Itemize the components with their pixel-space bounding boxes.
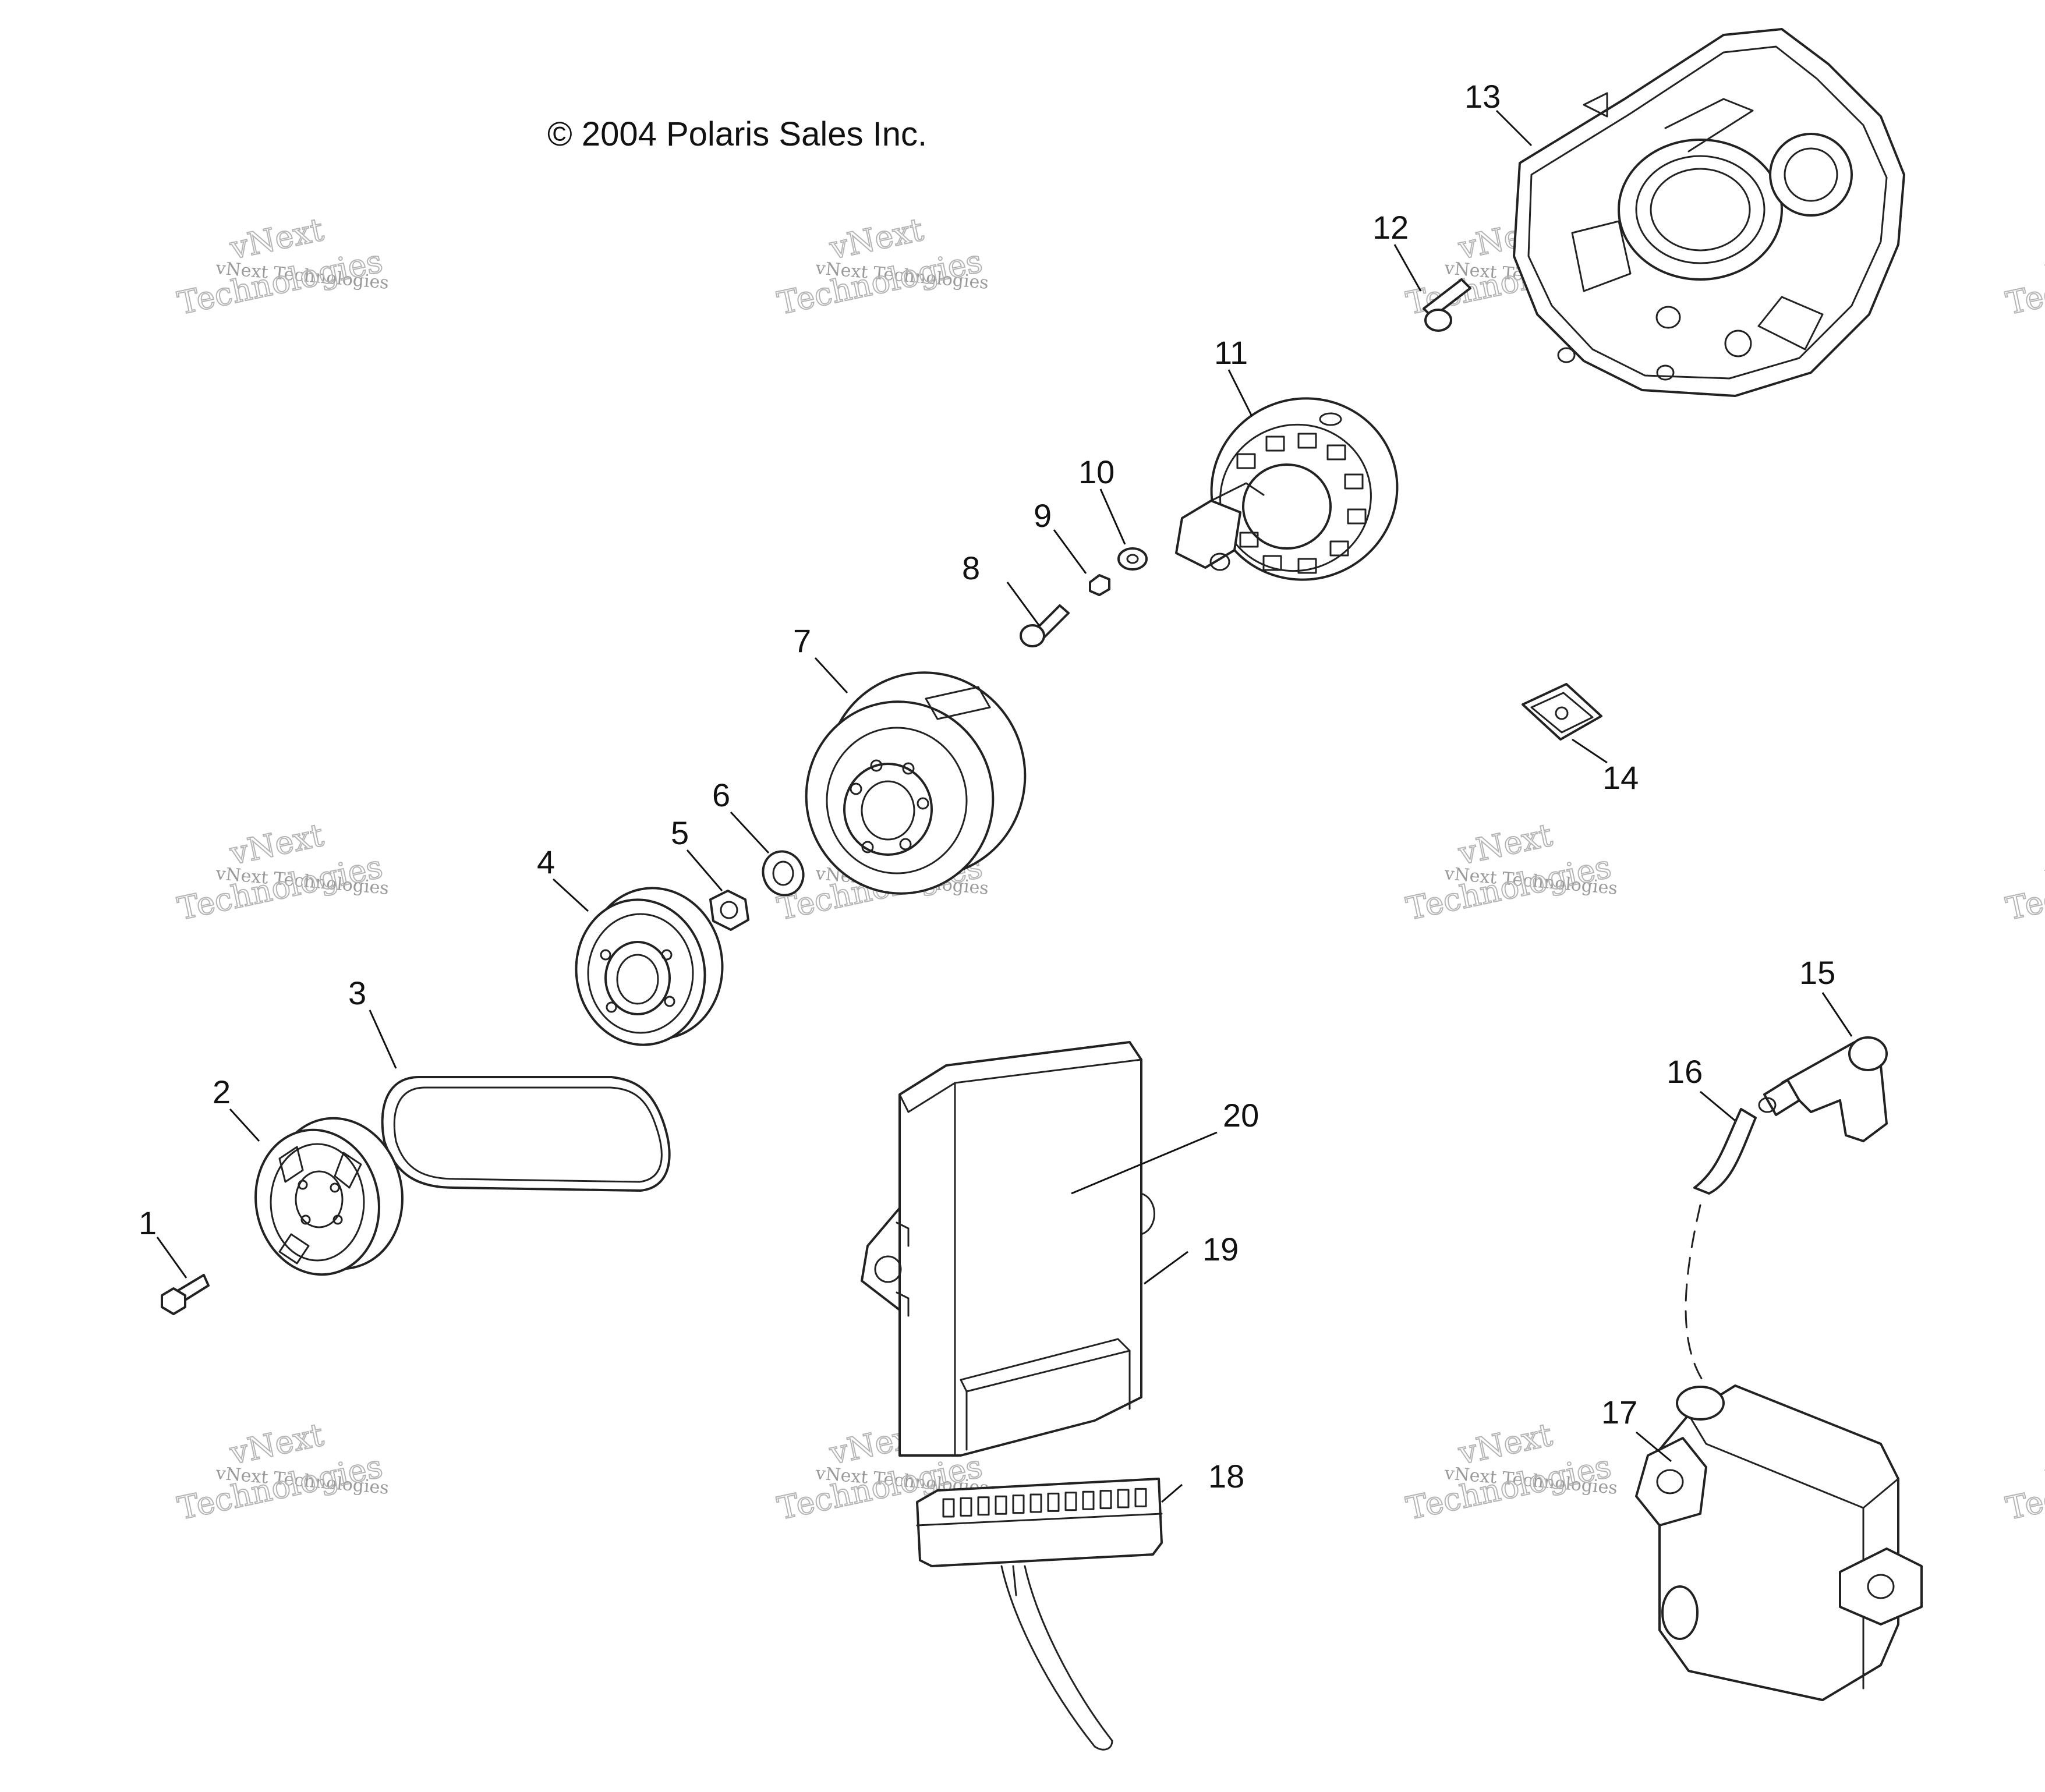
part-20-cdi-module [898,1041,1142,1457]
connector-pin [977,1496,990,1516]
part-2-starter-pulley [254,1117,404,1276]
watermark-line2: Technologies [2003,1448,2045,1527]
part-3-drive-belt [381,1076,671,1192]
copyright-text: © 2004 Polaris Sales Inc. [547,115,927,153]
connector-pin [1117,1489,1130,1508]
part-17-ignition-coil [1635,1384,1923,1701]
callout-8: 8 [962,550,980,586]
part-19-bracket [861,1192,1155,1317]
part-11-stator [1175,397,1399,581]
callout-9: 9 [1034,497,1052,534]
part-16-ignition-wire [1685,1108,1757,1387]
connector-pin [1029,1493,1042,1513]
watermark-line2: Technologies [2003,848,2045,927]
connector-pin [1064,1492,1077,1511]
callout-10: 10 [1078,454,1115,490]
callout-18: 18 [1208,1458,1244,1494]
connector-pin [1012,1494,1025,1514]
callout-3: 3 [348,975,366,1011]
part-13-housing [1513,28,1905,397]
callout-20: 20 [1223,1097,1259,1134]
callout-5: 5 [671,814,689,851]
callout-4: 4 [537,844,555,880]
watermark-line2: Technologies [2003,243,2045,322]
callout-13: 13 [1464,78,1501,115]
leader-lines [156,109,1853,1503]
connector-pin [960,1497,972,1517]
callout-6: 6 [712,777,730,813]
callout-19: 19 [1202,1231,1239,1267]
watermark-line1: vNext Technologies [2043,863,2045,899]
callout-15: 15 [1799,954,1835,991]
connector-pin [1099,1490,1112,1510]
callout-17: 17 [1601,1394,1637,1430]
watermark-line1: vNext Technologies [2043,258,2045,293]
part-8-screw [1020,604,1070,647]
callout-14: 14 [1602,759,1639,796]
part-18-connector [916,1478,1163,1751]
part-10-washer [1117,547,1148,571]
connector-pin [995,1495,1007,1515]
part-14-clip-nut [1522,683,1602,741]
callout-2: 2 [213,1074,231,1110]
callout-labels: 1 2 3 4 5 6 7 8 9 10 11 12 13 14 15 16 1… [139,78,1835,1494]
part-15-spark-plug-cap [1758,1036,1888,1142]
callout-12: 12 [1372,209,1409,246]
connector-pin [1134,1488,1147,1507]
callout-16: 16 [1667,1053,1703,1090]
part-9-nut [1089,574,1110,596]
part-4-drive-pulley [575,887,724,1046]
watermark-line1: vNext Technologies [2043,1463,2045,1499]
connector-pin [1082,1490,1095,1510]
callout-1: 1 [139,1205,157,1241]
part-5-nut [709,890,749,931]
callout-11: 11 [1214,334,1248,371]
part-1-bolt [161,1274,210,1315]
part-7-flywheel [805,671,1027,895]
connector-pin [942,1498,955,1518]
part-6-washer [762,850,805,897]
connector-pin [1047,1492,1060,1512]
callout-7: 7 [793,622,811,659]
part-12-bolt [1423,278,1471,332]
